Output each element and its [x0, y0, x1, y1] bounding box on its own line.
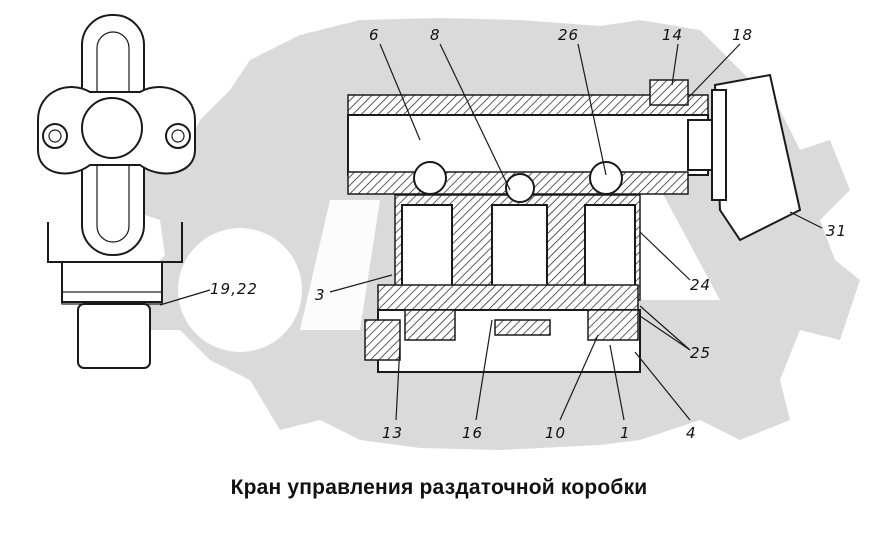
- callout-16: 16: [462, 424, 483, 442]
- callout-6: 6: [369, 26, 380, 44]
- figure-caption: Кран управления раздаточной коробки: [230, 476, 648, 499]
- callout-19-22: 19,22: [210, 280, 258, 298]
- callout-3: 3: [315, 286, 326, 304]
- callout-1: 1: [620, 424, 631, 442]
- valve-section-view: [347, 73, 802, 373]
- callout-10: 10: [545, 424, 566, 442]
- callout-24: 24: [690, 276, 711, 294]
- callout-labels: 6 8 26 14 18 31 24 25 3 19,22 13 16 10 1…: [210, 26, 847, 442]
- callout-14: 14: [662, 26, 683, 44]
- leader-lines: [159, 43, 823, 421]
- callout-13: 13: [382, 424, 403, 442]
- callout-8: 8: [430, 26, 441, 44]
- callout-31: 31: [826, 222, 847, 240]
- callout-18: 18: [732, 26, 753, 44]
- valve-front-view: [37, 14, 196, 369]
- callout-25: 25: [690, 344, 711, 362]
- callout-4: 4: [686, 424, 697, 442]
- callout-26: 26: [558, 26, 579, 44]
